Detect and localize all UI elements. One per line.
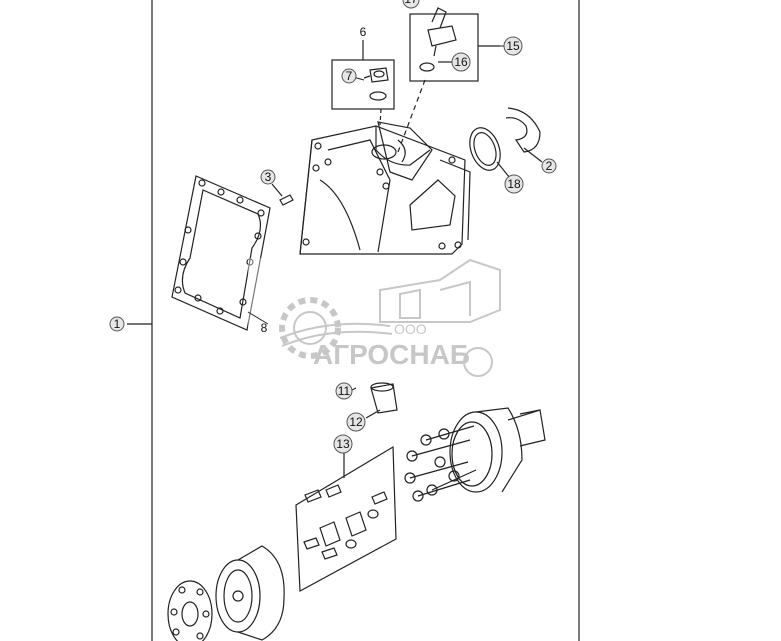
callout-15: 15	[503, 36, 523, 56]
callout-18: 18	[504, 174, 524, 194]
callout-12: 12	[346, 412, 366, 432]
callout-17-label: 17	[404, 0, 418, 6]
callout-16-label: 16	[454, 55, 468, 69]
callout-11-label: 11	[338, 384, 351, 398]
watermark-line1: ООО	[394, 321, 427, 337]
callout-15-label: 15	[506, 39, 520, 53]
rotating-group	[404, 407, 546, 502]
callout-2: 2	[541, 158, 557, 174]
watermark-line2: АГРОСНАБ	[313, 339, 470, 370]
callout-3: 3	[260, 169, 276, 185]
piston-kit-box	[295, 445, 397, 592]
callout-7: 7	[341, 68, 357, 84]
callout-6: 6	[360, 25, 367, 39]
callout-13: 13	[333, 434, 353, 454]
callout-3-label: 3	[265, 170, 272, 184]
callout-18-label: 18	[507, 177, 521, 191]
callout-17: 17	[402, 0, 420, 9]
bushing-parts	[365, 382, 398, 419]
callout-7-label: 7	[346, 69, 353, 83]
callout-6-label: 6	[360, 25, 367, 39]
cylinder-block	[167, 545, 285, 641]
callout-11: 11	[335, 382, 353, 400]
callout-8: 8	[261, 321, 268, 335]
watermark: ООО АГРОСНАБ	[248, 258, 530, 382]
callout-1-label: 1	[114, 317, 121, 331]
callout-16: 16	[451, 52, 471, 72]
callout-8-label: 8	[261, 321, 268, 335]
sensor-kit-box	[397, 7, 500, 153]
gasket-part	[171, 175, 271, 331]
callout-1: 1	[109, 316, 125, 332]
seal-ring-parts	[271, 107, 543, 206]
assembly-frame	[127, 0, 580, 641]
motor-housing	[299, 121, 471, 255]
callout-13-label: 13	[336, 437, 350, 451]
callout-2-label: 2	[546, 159, 553, 173]
callout-12-label: 12	[349, 415, 363, 429]
